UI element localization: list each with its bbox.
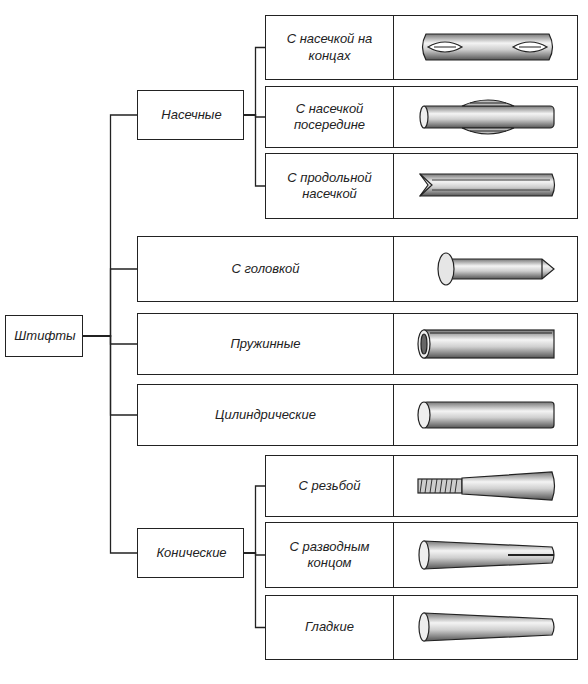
- node-label: Гладкие: [305, 619, 354, 635]
- pin-longitudinal-notch: [420, 174, 555, 196]
- category-box: Штифты: [5, 315, 83, 357]
- node-label: С головкой: [231, 261, 299, 277]
- pin-type-row: Гладкие: [265, 595, 578, 660]
- node-label: С продольной насечкой: [284, 170, 376, 203]
- tree-connector: [244, 48, 265, 116]
- node-label: С разводным концом: [284, 539, 376, 572]
- tree-connector: [244, 115, 265, 186]
- pin-type-row: С продольной насечкой: [265, 153, 578, 219]
- cell-divider: [393, 596, 394, 659]
- node-label: Насечные: [161, 107, 221, 123]
- cell-divider: [393, 314, 394, 374]
- pin-type-row: Пружинные: [137, 313, 578, 375]
- pin-type-row: С резьбой: [265, 455, 578, 517]
- pin-with-head: [438, 253, 554, 285]
- cell-divider: [393, 523, 394, 587]
- category-box: Насечные: [137, 90, 244, 140]
- cylindrical-pin: [418, 402, 554, 428]
- pin-type-row: Цилиндрические: [137, 384, 578, 446]
- tree-connector: [83, 269, 137, 336]
- node-label: Цилиндрические: [215, 407, 316, 423]
- spring-pin: [418, 330, 554, 358]
- cell-divider: [393, 154, 394, 218]
- cell-divider: [393, 456, 394, 516]
- node-label: Конические: [156, 545, 226, 561]
- pin-type-row: С головкой: [137, 236, 578, 302]
- pin-middle-notched: [420, 100, 554, 134]
- tree-connector: [244, 553, 265, 628]
- cell-divider: [393, 16, 394, 79]
- node-label: Пружинные: [230, 336, 300, 352]
- pin-type-row: С насечкой на концах: [265, 15, 578, 80]
- conical-pin-threaded: [418, 472, 555, 500]
- node-label: С насечкой на концах: [284, 31, 376, 64]
- conical-pin-smooth: [419, 613, 554, 641]
- node-label: Штифты: [14, 328, 75, 344]
- node-label: С насечкой посередине: [284, 101, 376, 134]
- node-label: С резьбой: [299, 478, 361, 494]
- tree-connector: [244, 486, 265, 553]
- tree-connector: [83, 336, 137, 553]
- tree-connector: [83, 115, 137, 336]
- cell-divider: [393, 87, 394, 147]
- conical-pin-split-end: [419, 541, 554, 569]
- pin-end-notched: [423, 34, 553, 60]
- pin-type-row: С разводным концом: [265, 522, 578, 588]
- cell-divider: [393, 385, 394, 445]
- cell-divider: [393, 237, 394, 301]
- category-box: Конические: [137, 528, 244, 578]
- pin-type-row: С насечкой посередине: [265, 86, 578, 148]
